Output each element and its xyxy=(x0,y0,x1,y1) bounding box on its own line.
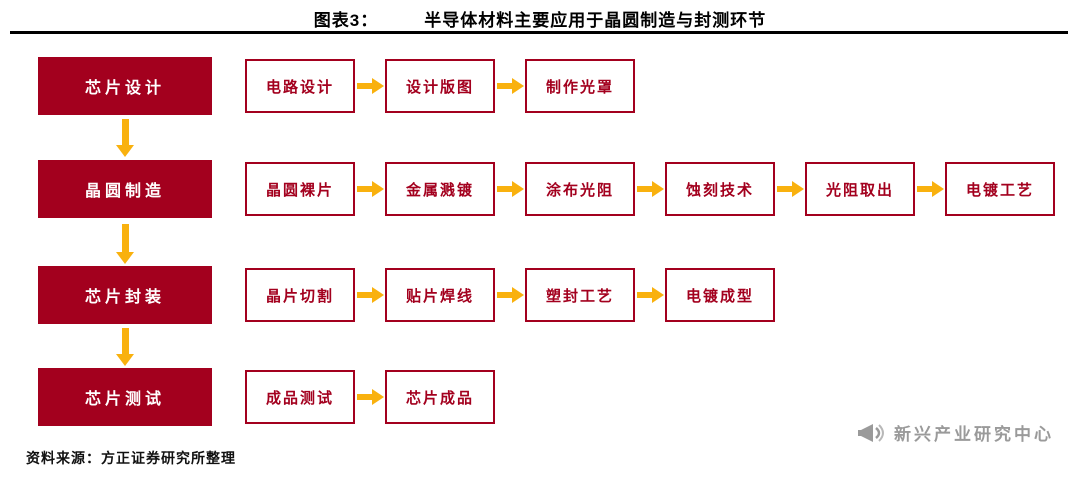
source-note: 资料来源：方正证券研究所整理 xyxy=(26,452,236,467)
figure-title: 半导体材料主要应用于晶圆制造与封测环节 xyxy=(424,11,767,30)
arrow-right-icon xyxy=(495,181,525,197)
steps-chip-testing: 成品测试 芯片成品 xyxy=(245,370,495,424)
arrow-right-icon xyxy=(775,181,805,197)
step-box: 贴片焊线 xyxy=(385,268,495,322)
watermark-text: 新兴产业研究中心 xyxy=(894,425,1054,444)
arrow-right-icon xyxy=(355,287,385,303)
watermark: 新兴产业研究中心 xyxy=(858,420,1054,445)
row-wafer-fabrication: 晶圆制造 晶圆裸片 金属溅镀 涂布光阻 蚀刻技术 光阻取出 电镀工艺 xyxy=(38,160,1055,218)
step-box: 电路设计 xyxy=(245,59,355,113)
figure-header: 图表3： 半导体材料主要应用于晶圆制造与封测环节 xyxy=(0,6,1080,31)
step-box: 设计版图 xyxy=(385,59,495,113)
arrow-right-icon xyxy=(495,287,525,303)
step-box: 晶片切割 xyxy=(245,268,355,322)
row-chip-packaging: 芯片封装 晶片切割 贴片焊线 塑封工艺 电镀成型 xyxy=(38,266,775,324)
row-chip-design: 芯片设计 电路设计 设计版图 制作光罩 xyxy=(38,57,635,115)
arrow-right-icon xyxy=(635,287,665,303)
arrow-down-icon xyxy=(112,119,138,157)
step-box: 制作光罩 xyxy=(525,59,635,113)
arrow-down-icon xyxy=(112,328,138,366)
step-box: 芯片成品 xyxy=(385,370,495,424)
figure-label: 图表3： xyxy=(313,11,379,30)
step-box: 成品测试 xyxy=(245,370,355,424)
stage-chip-design: 芯片设计 xyxy=(38,57,212,115)
arrow-right-icon xyxy=(495,78,525,94)
arrow-right-icon xyxy=(355,78,385,94)
arrow-right-icon xyxy=(355,181,385,197)
title-underline xyxy=(10,31,1068,34)
stage-chip-packaging: 芯片封装 xyxy=(38,266,212,324)
arrow-right-icon xyxy=(355,389,385,405)
arrow-down-icon xyxy=(112,224,138,264)
stage-chip-testing: 芯片测试 xyxy=(38,368,212,426)
steps-chip-packaging: 晶片切割 贴片焊线 塑封工艺 电镀成型 xyxy=(245,268,775,322)
megaphone-icon xyxy=(858,421,886,445)
stage-wafer-fabrication: 晶圆制造 xyxy=(38,160,212,218)
step-box: 蚀刻技术 xyxy=(665,162,775,216)
step-box: 电镀工艺 xyxy=(945,162,1055,216)
step-box: 塑封工艺 xyxy=(525,268,635,322)
step-box: 涂布光阻 xyxy=(525,162,635,216)
arrow-right-icon xyxy=(635,181,665,197)
steps-wafer-fabrication: 晶圆裸片 金属溅镀 涂布光阻 蚀刻技术 光阻取出 电镀工艺 xyxy=(245,162,1055,216)
step-box: 光阻取出 xyxy=(805,162,915,216)
step-box: 电镀成型 xyxy=(665,268,775,322)
step-box: 金属溅镀 xyxy=(385,162,495,216)
steps-chip-design: 电路设计 设计版图 制作光罩 xyxy=(245,59,635,113)
step-box: 晶圆裸片 xyxy=(245,162,355,216)
row-chip-testing: 芯片测试 成品测试 芯片成品 xyxy=(38,368,495,426)
arrow-right-icon xyxy=(915,181,945,197)
